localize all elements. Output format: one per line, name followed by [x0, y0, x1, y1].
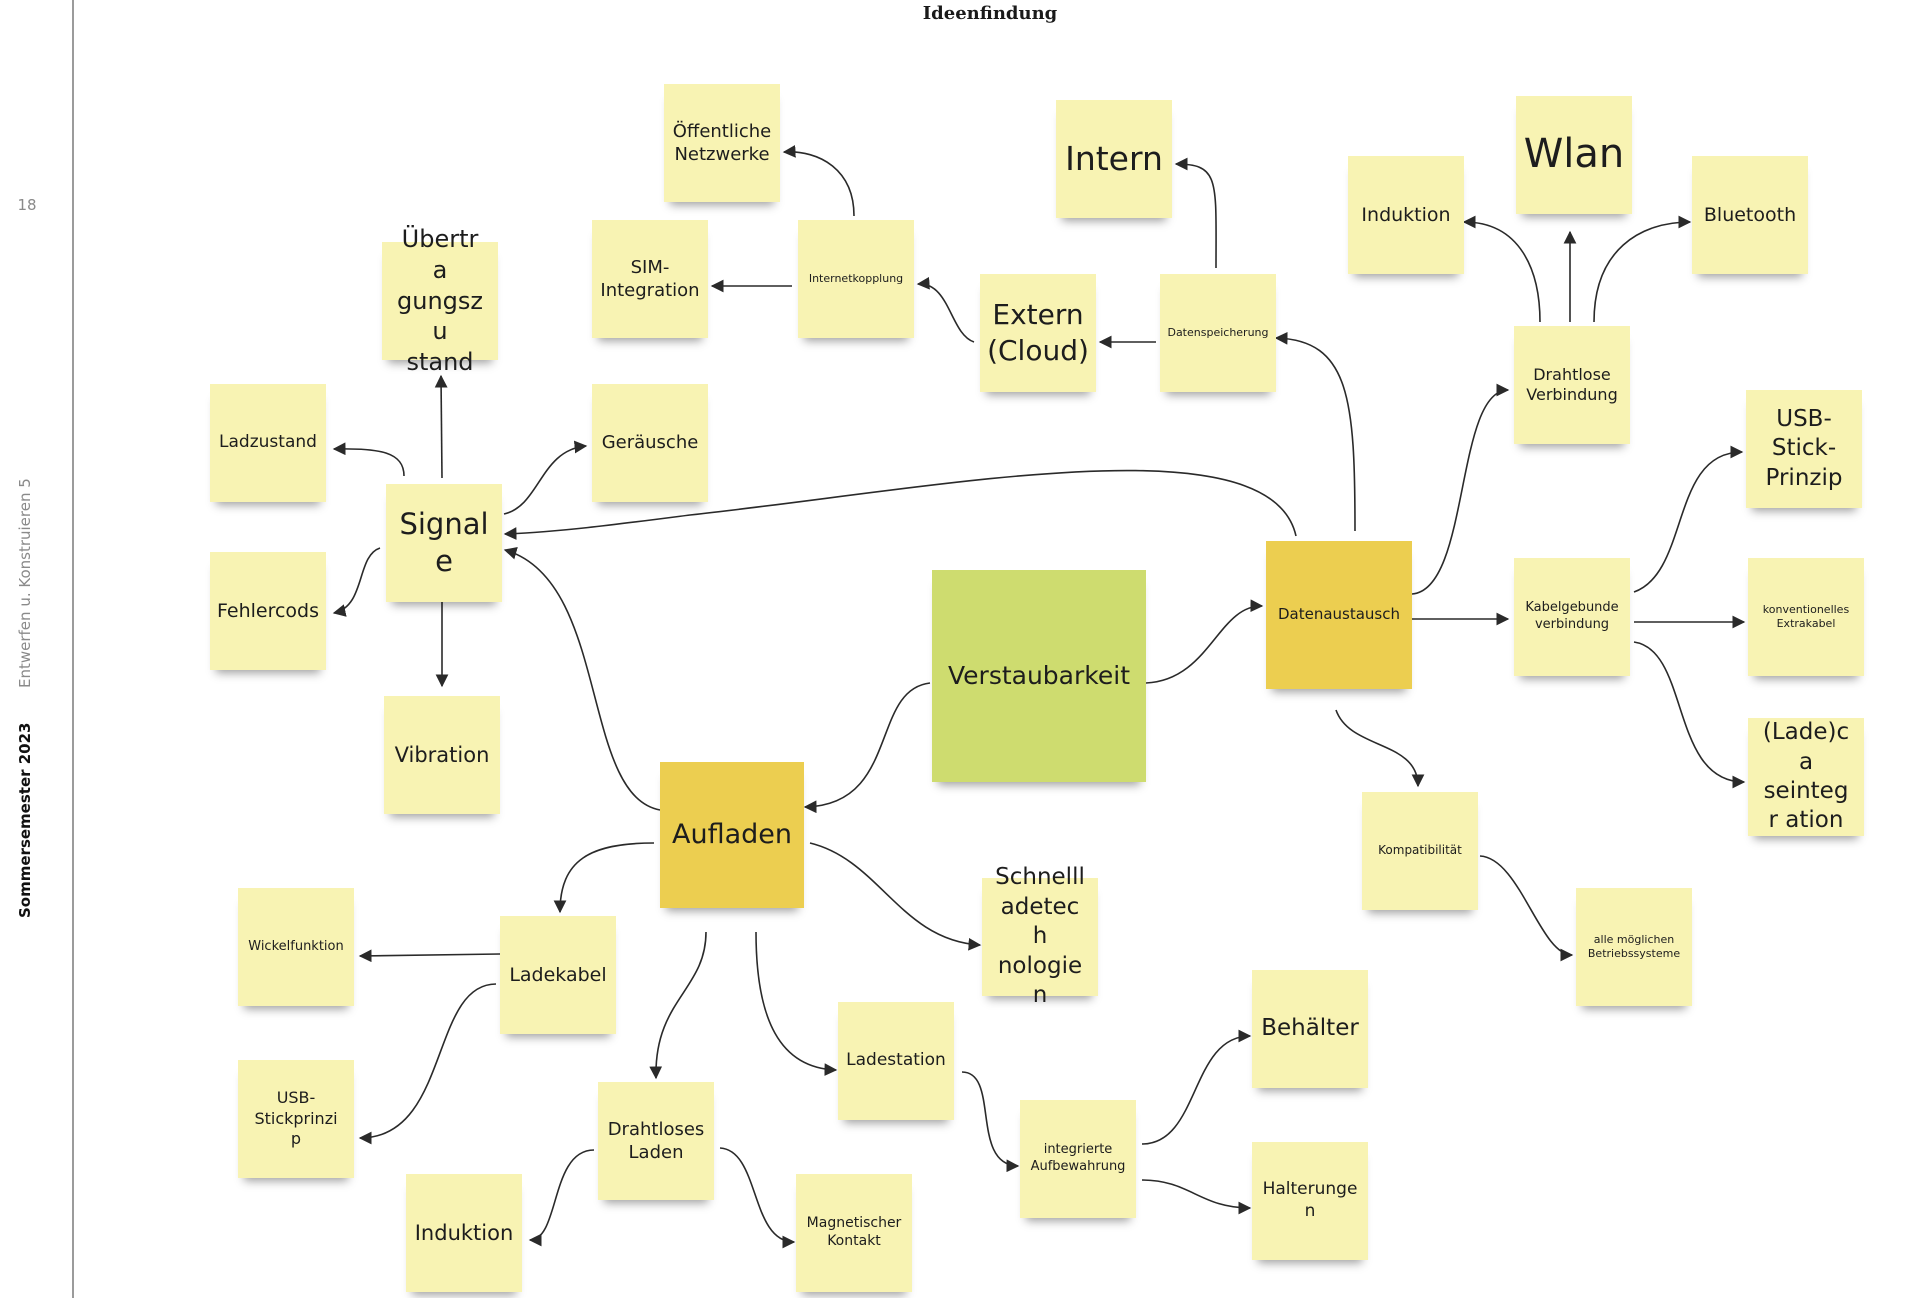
note-datenspeicherung[interactable]: Datenspeicherung	[1160, 274, 1276, 392]
note-kompatibilitaet[interactable]: Kompatibilität	[1362, 792, 1478, 910]
margin-divider	[72, 0, 74, 1298]
connector-drahtloses-induktion	[528, 1149, 595, 1247]
page-title: Ideenfindung	[922, 3, 1058, 24]
connector-signale-ladzustand	[332, 442, 405, 477]
connector-signale-uebertragungszustand	[434, 374, 448, 479]
note-halterungen[interactable]: Halterungen	[1252, 1142, 1368, 1260]
note-ladecaseintegration[interactable]: (Lade)ca seintegr ation	[1748, 718, 1864, 836]
connector-verstaubarkeit-aufladen	[803, 682, 931, 814]
note-oeffentliche-netzwerke[interactable]: Öffentliche Netzwerke	[664, 84, 780, 202]
connector-kabelgebunde-usb	[1633, 445, 1744, 593]
page-number: 18	[17, 196, 37, 214]
connector-datenaustausch-signale	[503, 469, 1297, 540]
connector-signale-fehlercods	[332, 547, 381, 617]
note-aufladen[interactable]: Aufladen	[660, 762, 804, 908]
connector-datenspeicherung-intern	[1174, 157, 1217, 269]
connector-ladestation-aufbewahrung	[961, 1071, 1020, 1173]
note-behaelter[interactable]: Behälter	[1252, 970, 1368, 1088]
note-ladzustand[interactable]: Ladzustand	[210, 384, 326, 502]
connector-aufladen-schnellladen	[809, 842, 982, 951]
connector-signale-geraeusche	[503, 440, 588, 515]
note-integrierte-aufbewahrung[interactable]: integrierte Aufbewahrung	[1020, 1100, 1136, 1218]
connector-aufladen-signale	[503, 547, 661, 811]
connector-internetkopplung-oeffentlich	[782, 144, 855, 217]
note-geraeusche[interactable]: Geräusche	[592, 384, 708, 502]
note-datenaustausch[interactable]: Datenaustausch	[1266, 541, 1412, 689]
connector-drahtlose-induktion	[1462, 215, 1541, 323]
connector-aufladen-ladestation	[755, 931, 838, 1076]
connector-drahtloses-magnetisch	[719, 1147, 796, 1249]
page-margin: 18 Entwerfen u. Konstruieren 5 Sommersem…	[0, 0, 72, 1298]
note-uebertragungszustand[interactable]: Übertra gungszu stand	[382, 225, 498, 376]
connector-kabelgebunde-ladecase	[1633, 641, 1746, 789]
note-kabelgebunde-verbindung[interactable]: Kabelgebunde verbindung	[1514, 558, 1630, 676]
note-magnetischer-kontakt[interactable]: Magnetischer Kontakt	[796, 1174, 912, 1292]
note-usb-stickprinzip[interactable]: USB-Stickprinzip	[238, 1060, 354, 1178]
note-signale[interactable]: Signale	[386, 484, 502, 602]
note-ladekabel[interactable]: Ladekabel	[500, 916, 616, 1034]
note-betriebssysteme[interactable]: alle möglichen Betriebssysteme	[1576, 888, 1692, 1006]
note-drahtlose-verbindung[interactable]: Drahtlose Verbindung	[1514, 326, 1630, 444]
connector-verstaubarkeit-datenaustausch	[1145, 599, 1264, 684]
note-usb-stick-prinzip[interactable]: USB-Stick-Prinzip	[1746, 390, 1862, 508]
note-verstaubarkeit[interactable]: Verstaubarkeit	[932, 570, 1146, 782]
note-wlan[interactable]: Wlan	[1516, 96, 1632, 214]
note-ladestation[interactable]: Ladestation	[838, 1002, 954, 1120]
connector-datenaustausch-drahtlose	[1411, 383, 1510, 595]
note-bluetooth[interactable]: Bluetooth	[1692, 156, 1808, 274]
connector-ladekabel-usb	[358, 983, 497, 1145]
note-induktion-laden[interactable]: Induktion	[406, 1174, 522, 1292]
note-fehlercods[interactable]: Fehlercods	[210, 552, 326, 670]
connector-aufbewahrung-halterungen	[1141, 1179, 1252, 1215]
note-wickelfunktion[interactable]: Wickelfunktion	[238, 888, 354, 1006]
note-sim-integration[interactable]: SIM-Integration	[592, 220, 708, 338]
note-extern-cloud[interactable]: Extern (Cloud)	[980, 274, 1096, 392]
connector-aufbewahrung-behaelter	[1141, 1029, 1252, 1145]
connector-aufladen-drahtloses	[649, 931, 707, 1080]
connector-datenaustausch-datenspeicherung	[1274, 331, 1356, 532]
connector-datenaustausch-kompatibilitaet	[1335, 709, 1425, 788]
connector-extern-internetkopplung	[916, 276, 975, 343]
connector-drahtlose-bluetooth	[1593, 215, 1692, 323]
connector-aufladen-ladekabel	[553, 842, 655, 914]
note-vibration[interactable]: Vibration	[384, 696, 500, 814]
connector-ladekabel-wickelfunktion	[358, 949, 501, 963]
note-schnellladetechnologien[interactable]: Schnelll adetech nologien	[982, 864, 1098, 1008]
note-drahtloses-laden[interactable]: Drahtloses Laden	[598, 1082, 714, 1200]
note-induktion-wireless[interactable]: Induktion	[1348, 156, 1464, 274]
note-internetkopplung[interactable]: Internetkopplung	[798, 220, 914, 338]
connector-kompatibilitaet-betriebssysteme	[1479, 855, 1574, 962]
note-konventionelles-extrakabel[interactable]: konventionelles Extrakabel	[1748, 558, 1864, 676]
note-intern[interactable]: Intern	[1056, 100, 1172, 218]
